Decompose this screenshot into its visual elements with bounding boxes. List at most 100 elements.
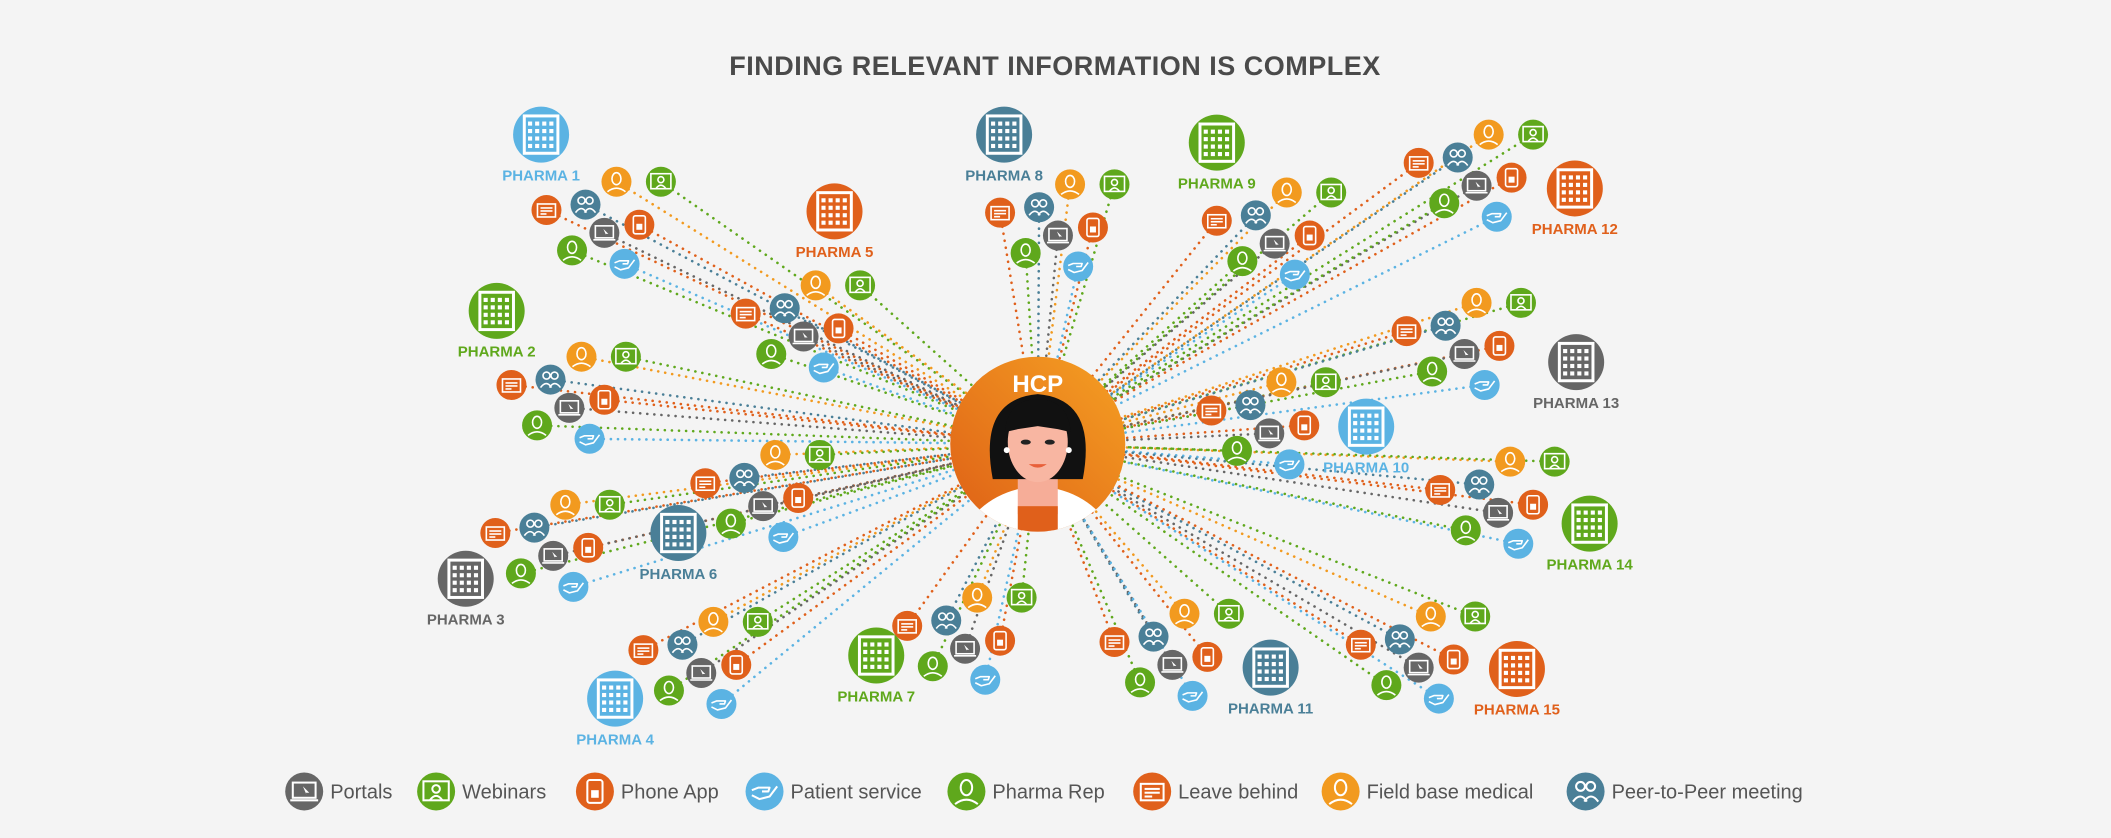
field-channel-person-icon — [1473, 119, 1504, 150]
legend-item-patient: Patient service — [745, 772, 922, 811]
leave-channel-document-icon — [1391, 316, 1422, 347]
legend-item-leave: Leave behind — [1133, 772, 1298, 811]
legend-label: Webinars — [462, 781, 546, 803]
field-channel-person-icon — [760, 439, 791, 470]
laptop-cursor-icon — [285, 772, 324, 811]
portal-channel-laptop-cursor-icon — [1483, 497, 1514, 528]
rep-channel-person-icon — [1450, 515, 1481, 546]
person-icon — [1321, 772, 1360, 811]
leave-channel-document-icon — [1403, 147, 1434, 178]
leave-channel-document-icon — [531, 194, 562, 225]
leave-channel-document-icon — [480, 518, 511, 549]
connection-line — [580, 355, 1040, 446]
pharma-building-icon — [1548, 334, 1605, 391]
phone-channel-phone-app-icon — [1484, 330, 1515, 361]
phone-channel-phone-app-icon — [1518, 489, 1549, 520]
connection-line — [712, 442, 1040, 624]
leave-channel-document-icon — [1196, 395, 1227, 426]
webinar-channel-webinar-screen-icon — [1099, 169, 1130, 200]
pharma-cluster: PHARMA 13 — [1391, 287, 1619, 412]
patient-channel-hand-icon — [1274, 449, 1305, 480]
peer-channel-group-icon — [1235, 390, 1266, 421]
pharma-label: PHARMA 14 — [1547, 556, 1634, 573]
webinar-channel-webinar-screen-icon — [1505, 287, 1536, 318]
portal-channel-laptop-cursor-icon — [686, 658, 717, 688]
patient-channel-hand-icon — [1469, 369, 1500, 400]
connection-line — [1036, 265, 1080, 446]
portal-channel-laptop-cursor-icon — [788, 321, 819, 352]
legend-label: Pharma Rep — [992, 781, 1104, 803]
connection-line — [944, 442, 1040, 622]
connection-line — [1036, 133, 1490, 446]
connection-line — [1036, 442, 1556, 463]
pharma-cluster: PHARMA 4 — [576, 606, 773, 748]
webinar-channel-webinar-screen-icon — [1310, 367, 1341, 398]
legend: Portals Webinars Phone App Patient service P… — [285, 772, 1803, 811]
leave-channel-document-icon — [1425, 474, 1456, 505]
pharma-label: PHARMA 13 — [1533, 395, 1619, 412]
connection-line — [1036, 133, 1535, 446]
hcp-node: HCP — [950, 356, 1126, 532]
phone-channel-phone-app-icon — [573, 532, 604, 563]
connection-line — [975, 442, 1040, 599]
webinar-channel-webinar-screen-icon — [1539, 446, 1570, 477]
leave-channel-document-icon — [1099, 627, 1130, 658]
group-icon — [1566, 772, 1605, 811]
peer-channel-group-icon — [729, 462, 760, 493]
webinar-channel-webinar-screen-icon — [804, 439, 835, 470]
pharma-building-icon — [650, 505, 707, 562]
pharma-building-icon — [1242, 639, 1299, 696]
patient-channel-hand-icon — [558, 571, 589, 602]
portal-channel-laptop-cursor-icon — [1461, 170, 1492, 201]
pharma-cluster: PHARMA 8 — [965, 106, 1130, 282]
portal-channel-laptop-cursor-icon — [1259, 228, 1290, 259]
connection-line — [494, 442, 1040, 535]
portal-channel-laptop-cursor-icon — [1449, 338, 1480, 369]
field-channel-person-icon — [1415, 601, 1446, 632]
pharma-cluster: PHARMA 12 — [1403, 119, 1618, 238]
connection-line — [1036, 442, 1512, 463]
person-icon — [947, 772, 986, 811]
patient-channel-hand-icon — [970, 664, 1001, 695]
peer-channel-group-icon — [1442, 142, 1473, 173]
connection-line — [802, 335, 1040, 446]
pharma-label: PHARMA 1 — [502, 167, 580, 184]
legend-label: Phone App — [621, 781, 719, 803]
webinar-screen-icon — [417, 772, 456, 811]
pharma-label: PHARMA 9 — [1178, 175, 1256, 192]
peer-channel-group-icon — [1464, 469, 1495, 500]
legend-item-portal: Portals — [285, 772, 392, 811]
connection-line — [624, 355, 1040, 446]
patient-channel-hand-icon — [1279, 259, 1310, 290]
leave-channel-document-icon — [628, 635, 659, 666]
legend-item-rep: Pharma Rep — [947, 772, 1105, 811]
connection-line — [1036, 234, 1060, 446]
connection-line — [1036, 442, 1363, 647]
peer-channel-group-icon — [1024, 192, 1055, 223]
connection-line — [704, 442, 1040, 485]
rep-channel-person-icon — [756, 338, 787, 369]
webinar-channel-webinar-screen-icon — [1006, 582, 1037, 613]
connection-line — [1036, 442, 1239, 453]
connection-line — [1036, 156, 1460, 446]
pharma-cluster: PHARMA 6 — [639, 439, 835, 583]
rep-channel-person-icon — [653, 675, 684, 706]
pharma-cluster: PHARMA 1 — [502, 106, 676, 279]
field-channel-person-icon — [1266, 367, 1297, 398]
patient-channel-hand-icon — [1503, 528, 1534, 559]
phone-channel-phone-app-icon — [985, 625, 1016, 656]
pharma-building-icon — [848, 627, 905, 684]
connection-line — [1036, 409, 1213, 446]
portal-channel-laptop-cursor-icon — [538, 540, 569, 571]
connection-line — [822, 366, 1040, 446]
legend-item-peer: Peer-to-Peer meeting — [1566, 772, 1803, 811]
phone-channel-phone-app-icon — [624, 209, 655, 240]
connection-line — [1036, 442, 1433, 618]
phone-channel-phone-app-icon — [1289, 410, 1320, 441]
webinar-channel-webinar-screen-icon — [1316, 177, 1347, 208]
pharma-cluster: PHARMA 7 — [837, 582, 1037, 705]
connection-line — [1036, 184, 1478, 446]
connection-line — [1036, 242, 1276, 446]
phone-channel-phone-app-icon — [589, 384, 620, 415]
